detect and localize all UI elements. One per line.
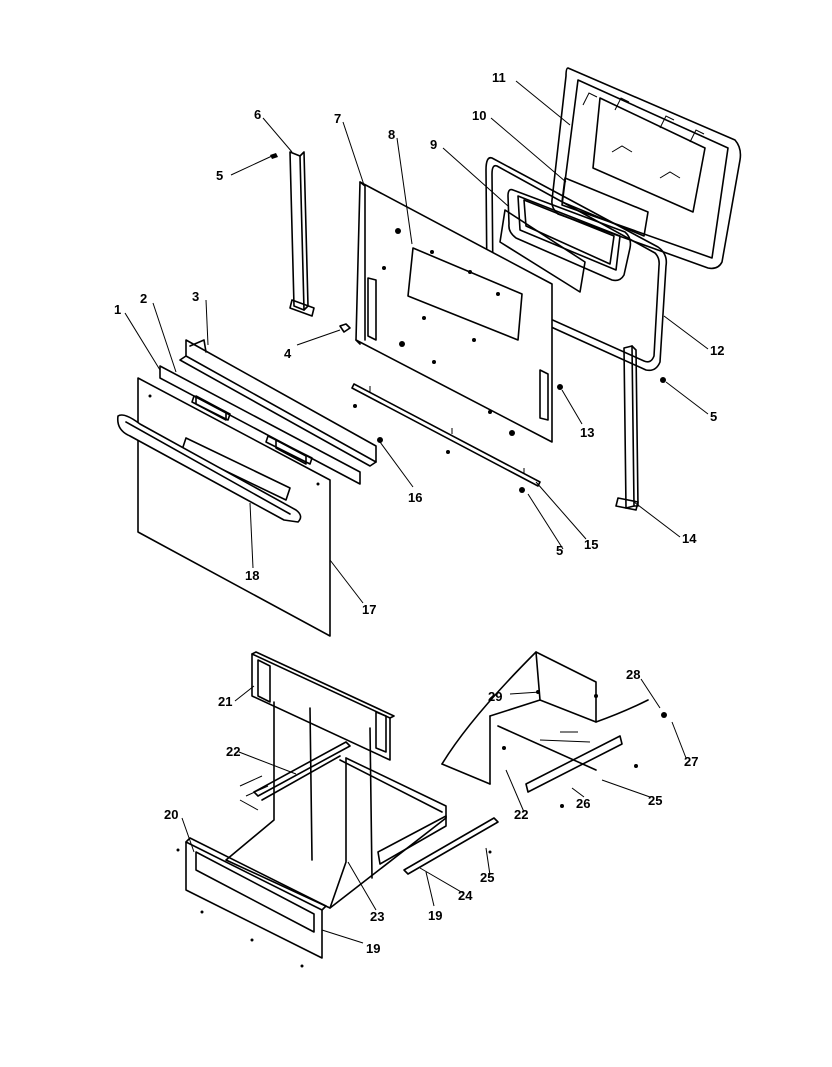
callout-24: 24: [458, 888, 473, 903]
callout-19-bottom: 19: [366, 941, 380, 956]
callout-23: 23: [370, 909, 384, 924]
right-hinge-bracket: [615, 345, 639, 511]
callout-14: 14: [682, 531, 697, 546]
window-glass-pack: [499, 177, 649, 293]
callout-19-mid: 19: [428, 908, 442, 923]
callout-11: 11: [492, 70, 506, 85]
drawer-detail-view: [441, 651, 667, 808]
callout-16: 16: [408, 490, 422, 505]
inner-door-panel: [355, 181, 553, 443]
outer-door-glass: [137, 377, 331, 637]
drawer-back-panel: [251, 651, 395, 761]
callout-8: 8: [388, 127, 395, 142]
fasteners-upper: [270, 153, 666, 493]
drawer-front-panel: [176, 837, 492, 968]
door-liner-frame: [485, 156, 668, 372]
callout-17: 17: [362, 602, 376, 617]
callout-4: 4: [284, 346, 292, 361]
callout-5-right: 5: [710, 409, 717, 424]
callout-22-right: 22: [514, 807, 528, 822]
bottom-trim-strip: [351, 383, 541, 487]
door-handle: [116, 414, 302, 523]
callout-26: 26: [576, 796, 590, 811]
callout-21: 21: [218, 694, 232, 709]
callout-18: 18: [245, 568, 259, 583]
callout-25-left: 25: [480, 870, 494, 885]
callout-1: 1: [114, 302, 121, 317]
callout-labels: 1 2 3 4 5 6 7 8 9 10 11 12 5 13 14 15 5 …: [114, 70, 724, 956]
callout-22-left: 22: [226, 744, 240, 759]
drawer-body: [225, 701, 447, 909]
callout-9: 9: [430, 137, 437, 152]
callout-10: 10: [472, 108, 486, 123]
callout-6: 6: [254, 107, 261, 122]
callout-12: 12: [710, 343, 724, 358]
callout-3: 3: [192, 289, 199, 304]
callout-15: 15: [584, 537, 598, 552]
callout-28: 28: [626, 667, 640, 682]
drawer-left-rail: [253, 741, 351, 801]
callout-25-right: 25: [648, 793, 662, 808]
callout-27: 27: [684, 754, 698, 769]
leader-lines: [124, 80, 709, 944]
callout-20: 20: [164, 807, 178, 822]
door-top-trim: [179, 339, 377, 467]
left-hinge-bracket: [289, 151, 315, 317]
door-back-panel: [551, 67, 742, 270]
callout-29: 29: [488, 689, 502, 704]
callout-5-bottom: 5: [556, 543, 563, 558]
callout-2: 2: [140, 291, 147, 306]
callout-5-top: 5: [216, 168, 223, 183]
drawer-right-rail: [377, 815, 499, 875]
callout-13: 13: [580, 425, 594, 440]
callout-7: 7: [334, 111, 341, 126]
